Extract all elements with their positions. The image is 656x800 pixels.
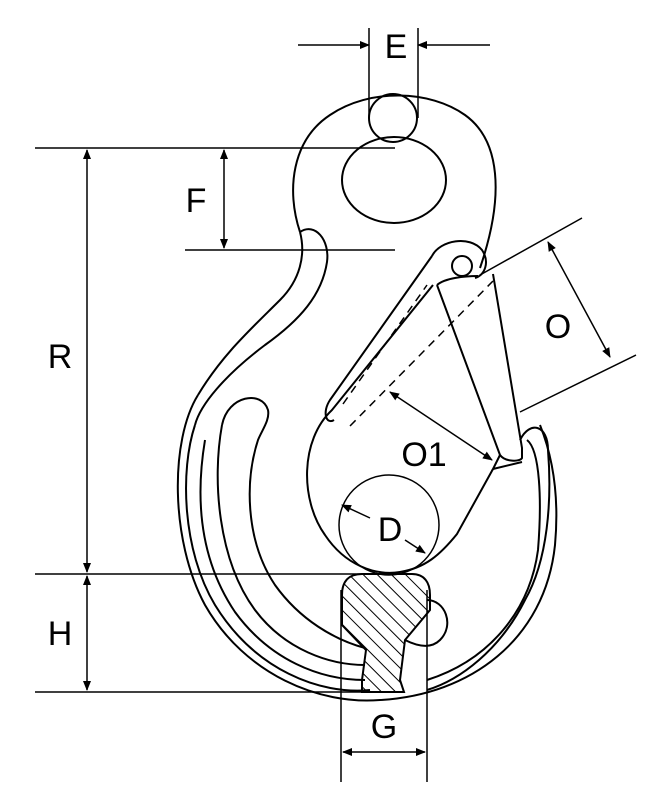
label-H: H xyxy=(48,615,73,653)
section-hatch xyxy=(341,573,431,693)
label-E: E xyxy=(385,28,408,66)
dimension-lines xyxy=(35,28,637,782)
label-O: O xyxy=(545,308,571,346)
label-R: R xyxy=(48,338,73,376)
eye-hole xyxy=(341,136,447,224)
safety-latch xyxy=(324,240,523,471)
label-D: D xyxy=(378,511,403,549)
label-O1: O1 xyxy=(401,436,446,474)
hook-body xyxy=(176,228,558,702)
link-pin-circle xyxy=(368,93,418,143)
label-G: G xyxy=(371,708,397,746)
latch-pivot xyxy=(451,255,473,277)
label-F: F xyxy=(186,182,207,220)
